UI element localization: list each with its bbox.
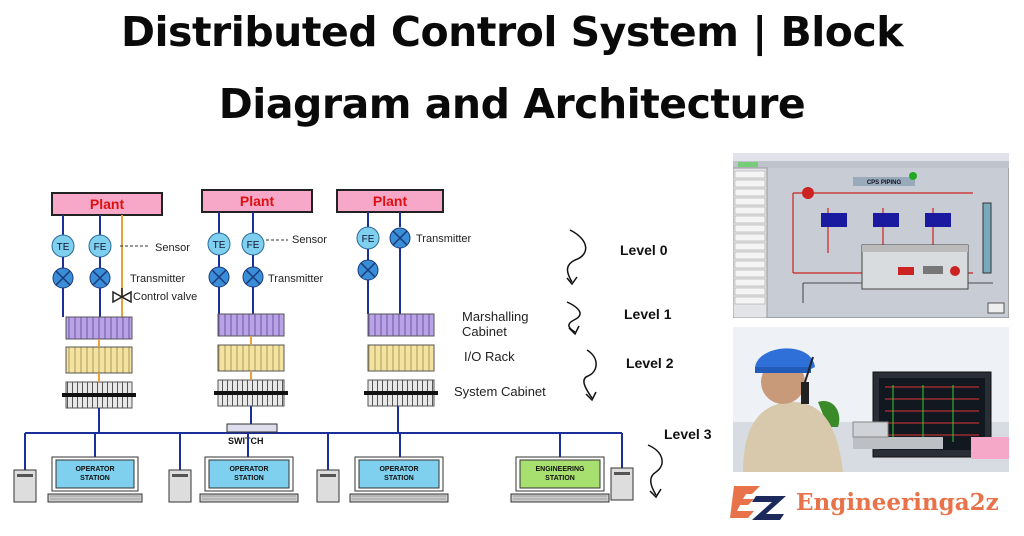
switch-label: SWITCH	[228, 436, 264, 446]
control-room-photo	[733, 327, 1009, 472]
fe-label-1: FE	[94, 242, 107, 253]
marshalling-cabinet-3	[367, 313, 435, 337]
marshalling-label-line2: Cabinet	[462, 324, 507, 339]
operator-station-3-line2: STATION	[384, 475, 414, 482]
engineering-station: ENGINEERING STATION	[510, 456, 610, 503]
transmitter-label-1: Transmitter	[130, 273, 186, 285]
sensor-label-1: Sensor	[155, 242, 190, 254]
dcs-block-diagram: Plant TE FE Plant TE FE	[13, 189, 712, 503]
fe-label-2: FE	[247, 240, 260, 251]
transmitter-label-3: Transmitter	[416, 233, 472, 245]
te-label-1: TE	[57, 242, 70, 253]
engineering-station-line1: ENGINEERING	[535, 466, 585, 473]
operator-station-3-line1: OPERATOR	[379, 466, 418, 473]
transmitter-label-2: Transmitter	[268, 273, 324, 285]
engineeringa2z-logo-icon	[730, 486, 786, 520]
cpu-tower-4	[610, 467, 634, 501]
io-rack-label: I/O Rack	[464, 349, 515, 364]
operator-station-2-line1: OPERATOR	[229, 466, 268, 473]
plant-box-1	[51, 192, 163, 216]
network-switch	[226, 423, 278, 433]
brand-name: Engineeringa2z	[796, 488, 999, 516]
plant-label-3: Plant	[373, 193, 408, 209]
marshalling-cabinet-2	[217, 313, 285, 337]
io-rack-2	[217, 344, 285, 372]
level-arrows	[566, 229, 663, 499]
marshalling-cabinet-1	[65, 316, 133, 340]
cpu-tower-1	[13, 469, 37, 503]
engineering-station-line2: STATION	[545, 475, 575, 482]
column-2: Plant TE FE	[201, 189, 313, 425]
marshalling-label-line1: Marshalling	[462, 309, 528, 324]
cpu-tower-2	[168, 469, 192, 503]
level-3-label: Level 3	[664, 426, 712, 442]
cpu-tower-3	[316, 469, 340, 503]
operator-station-1: OPERATOR STATION	[47, 456, 143, 503]
io-rack-1	[65, 346, 133, 374]
column-1: Plant TE FE	[51, 192, 163, 433]
operator-station-1-line1: OPERATOR	[75, 466, 114, 473]
column-3: Plant FE	[336, 189, 444, 433]
operator-station-1-line2: STATION	[80, 475, 110, 482]
sensor-label-2: Sensor	[292, 234, 327, 246]
system-cabinet-label: System Cabinet	[454, 384, 546, 399]
level-0-label: Level 0	[620, 242, 668, 258]
level-2-label: Level 2	[626, 355, 674, 371]
plant-label-2: Plant	[240, 193, 275, 209]
level-1-label: Level 1	[624, 306, 672, 322]
plant-box-2	[201, 189, 313, 213]
operator-station-3: OPERATOR STATION	[349, 456, 449, 503]
hmi-screenshot: CPS PIPING	[733, 153, 1009, 318]
fe-label-3: FE	[362, 234, 375, 245]
plant-label-1: Plant	[90, 196, 125, 212]
hmi-piping-title: CPS PIPING	[867, 180, 902, 186]
plant-box-3	[336, 189, 444, 213]
page-title-line2: Diagram and Architecture	[218, 80, 806, 128]
brand-logo: Engineeringa2z	[730, 480, 999, 524]
operator-station-2: OPERATOR STATION	[199, 456, 299, 503]
te-label-2: TE	[213, 240, 226, 251]
control-valve-label: Control valve	[133, 291, 197, 303]
io-rack-3	[367, 344, 435, 372]
page-title-line1: Distributed Control System | Block	[120, 8, 904, 56]
operator-station-2-line2: STATION	[234, 475, 264, 482]
